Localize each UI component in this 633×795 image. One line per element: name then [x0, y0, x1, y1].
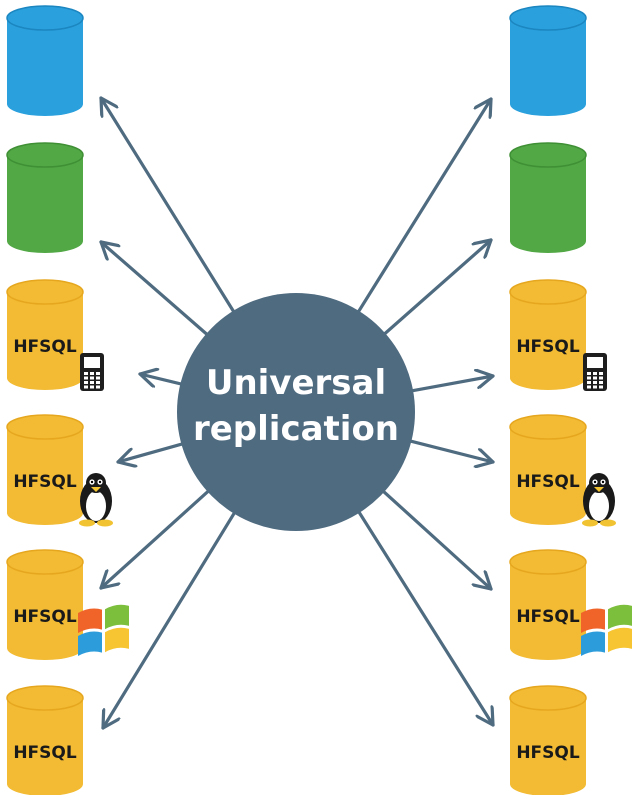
right-database-5: HFSQL [509, 549, 632, 660]
green-database-cylinder [6, 142, 84, 253]
hub-circle [177, 293, 415, 531]
linux-penguin-icon [582, 473, 616, 527]
yellow-database-cylinder [509, 685, 587, 795]
left-database-4: HFSQL [6, 414, 113, 527]
hfsql-label: HFSQL [516, 337, 580, 357]
replication-arrows [99, 96, 495, 730]
left-database-2 [6, 142, 84, 253]
yellow-database-cylinder [509, 414, 587, 525]
left-database-3: HFSQL [6, 279, 104, 391]
arrow-right-1 [354, 97, 493, 318]
right-database-4: HFSQL [509, 414, 616, 527]
hub-node: Universal replication [177, 293, 415, 531]
hfsql-label: HFSQL [13, 472, 77, 492]
hfsql-label: HFSQL [13, 743, 77, 763]
arrow-left-1 [99, 96, 238, 318]
right-database-1 [509, 5, 587, 116]
arrow-right-4 [403, 438, 495, 462]
arrow-right-5 [378, 486, 493, 591]
database-columns: HFSQL HFSQL HFSQL HFSQL HFSQL HFSQL HFSQL HFSQL [6, 5, 632, 795]
yellow-database-cylinder [509, 549, 587, 660]
right-database-2 [509, 142, 587, 253]
mobile-phone-icon [583, 353, 607, 391]
left-database-5: HFSQL [6, 549, 129, 660]
hfsql-label: HFSQL [516, 743, 580, 763]
arrow-left-4 [116, 440, 189, 462]
hfsql-label: HFSQL [516, 607, 580, 627]
hub-label-line1: Universal [206, 363, 386, 403]
blue-database-cylinder [509, 5, 587, 116]
arrow-right-3 [405, 376, 495, 394]
right-database-6: HFSQL [509, 685, 587, 795]
yellow-database-cylinder [509, 279, 587, 390]
yellow-database-cylinder [6, 279, 84, 390]
windows-logo-icon [581, 604, 632, 656]
hub-label-line2: replication [193, 409, 399, 449]
arrow-left-3 [138, 374, 188, 385]
green-database-cylinder [509, 142, 587, 253]
yellow-database-cylinder [6, 549, 84, 660]
hfsql-label: HFSQL [13, 337, 77, 357]
mobile-phone-icon [80, 353, 104, 391]
arrow-right-2 [379, 238, 493, 339]
hfsql-label: HFSQL [13, 607, 77, 627]
arrow-left-2 [99, 240, 213, 340]
arrow-left-5 [99, 486, 214, 590]
yellow-database-cylinder [6, 685, 84, 795]
arrow-left-6 [101, 506, 239, 730]
yellow-database-cylinder [6, 414, 84, 525]
left-database-6: HFSQL [6, 685, 84, 795]
arrow-right-6 [354, 506, 495, 727]
windows-logo-icon [78, 604, 129, 656]
blue-database-cylinder [6, 5, 84, 116]
left-database-1 [6, 5, 84, 116]
right-database-3: HFSQL [509, 279, 607, 391]
hfsql-label: HFSQL [516, 472, 580, 492]
linux-penguin-icon [79, 473, 113, 527]
